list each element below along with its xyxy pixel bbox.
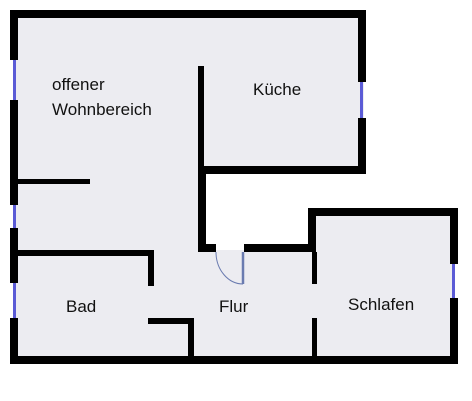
- window-bedroom: [452, 264, 455, 298]
- window-kitchen: [360, 82, 363, 118]
- wall-notch-bottom-right: [244, 244, 316, 252]
- label-schlafen: Schlafen: [348, 295, 414, 314]
- wall-left-mid2: [10, 228, 18, 283]
- wall-right-bedroom-lower: [450, 298, 458, 364]
- label-flur-line1: Flur: [219, 297, 249, 316]
- door-swing-arc: [215, 251, 244, 285]
- label-wohnbereich-line1: offener: [52, 75, 105, 94]
- floor-areas: [14, 16, 452, 358]
- wall-bath-top: [18, 250, 154, 256]
- wall-bath-right-lower: [188, 318, 194, 360]
- windows: [13, 60, 455, 318]
- wall-right-kitchen-lower: [358, 118, 366, 174]
- label-flur: Flur: [219, 297, 249, 316]
- window-living-lower: [13, 205, 16, 228]
- wall-notch-bottom-left: [198, 244, 216, 252]
- wall-notch-left: [198, 166, 206, 252]
- wall-right-kitchen-upper: [358, 10, 366, 82]
- wall-top: [10, 10, 366, 18]
- wall-bedroom-left: [308, 208, 316, 252]
- label-kueche: Küche: [253, 80, 301, 99]
- wall-bedroom-top: [308, 208, 458, 216]
- window-bath: [13, 283, 16, 318]
- floor-main: [14, 16, 452, 358]
- wall-bath-stub: [148, 318, 194, 324]
- wall-bath-right-upper: [148, 250, 154, 286]
- outer-walls: [10, 10, 458, 364]
- label-bad: Bad: [66, 297, 96, 316]
- wall-right-bedroom-upper: [450, 208, 458, 264]
- label-wohnbereich: offener Wohnbereich: [52, 75, 152, 119]
- room-labels: offener Wohnbereich Küche Bad Flur Schla…: [52, 75, 414, 316]
- wall-flur-bedroom-lower: [312, 318, 317, 360]
- wall-kitchen-living-divider: [198, 66, 204, 166]
- label-kueche-line1: Küche: [253, 80, 301, 99]
- wall-left-mid1: [10, 100, 18, 205]
- door-flur: [215, 251, 245, 285]
- label-bad-line1: Bad: [66, 297, 96, 316]
- wall-kitchen-bottom: [198, 166, 366, 174]
- wall-flur-bedroom-upper: [312, 252, 317, 284]
- window-living-upper: [13, 60, 16, 100]
- wall-left-upper: [10, 10, 18, 60]
- wall-bottom: [10, 356, 458, 364]
- wall-left-lower: [10, 318, 18, 364]
- wall-living-stub: [18, 179, 90, 184]
- label-schlafen-line1: Schlafen: [348, 295, 414, 314]
- label-wohnbereich-line2: Wohnbereich: [52, 100, 152, 119]
- interior-walls: [18, 66, 317, 360]
